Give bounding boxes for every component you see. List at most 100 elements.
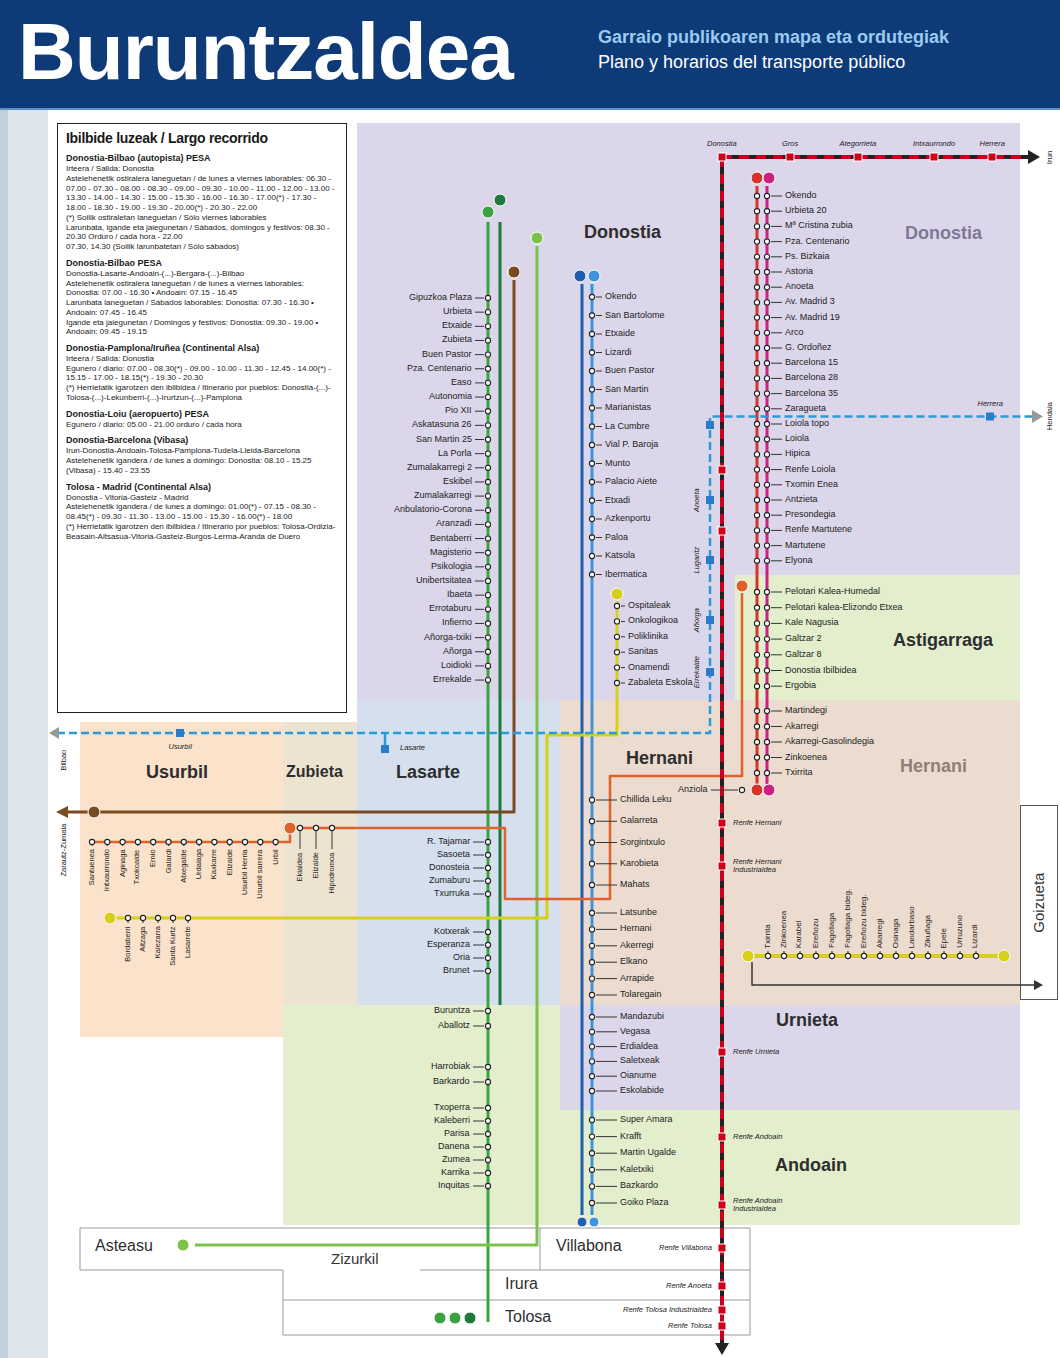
stop-dot [909,953,914,958]
stop-name: Añorga [443,647,472,657]
stop-dot [485,968,490,973]
stop-tick [596,408,602,409]
stop-tick [832,951,833,953]
stop-name: Zinkoenea [780,911,789,948]
rail-station [718,819,726,827]
stop-dot [589,294,594,299]
stop-name: Zumalakarregi [414,491,472,501]
stop-name: Krafft [620,1132,641,1142]
stop-tick [475,538,484,539]
stop-dot [589,442,594,447]
rail-line [722,157,1028,1344]
region-name: Donostia [584,222,661,243]
stop-tick [158,921,159,923]
stop-tick [771,393,782,394]
stop-dot [485,1008,490,1013]
rail-station [718,527,726,535]
stop-name: Parisa [444,1129,470,1139]
stop-dot [589,1059,594,1064]
stop-tick [596,885,617,886]
stop-tick [771,530,782,531]
bus-line [581,284,584,1215]
stop-dot [485,465,490,470]
stop-name: Landarbaso [908,906,917,948]
timetable-text: (*) Soilik ostiraletan laneguetan / Sólo… [66,213,338,223]
stop-dot [754,285,759,290]
stop-dot [485,1144,490,1149]
stop-tick [473,1011,484,1012]
stop-name: Antzieta [785,495,818,505]
stop-dot [941,953,946,958]
stop-tick [771,272,782,273]
stop-dot [589,910,594,915]
stop-name: Easo [451,378,472,388]
stop-tick [475,326,484,327]
stop-name: Ernio [149,849,157,867]
stop-tick [596,800,617,801]
stop-name: Elizalde [226,849,234,875]
stop-tick [896,951,897,953]
stop-tick [771,408,782,409]
line-badge [88,172,1010,1324]
stop-dot [764,376,769,381]
station-name: Usurbil [169,743,192,751]
stop-tick [473,881,484,882]
line-badge [763,784,775,796]
stop-tick [473,1160,484,1161]
timetable-text: 07.30, 14.30 (Soilik larunbatetan / Sólo… [66,242,338,252]
stop-name: Paloa [605,533,628,543]
stop-name: Urruzuno [956,915,965,948]
station-name: Renfe Anoeta [666,1282,712,1290]
stop-dot [764,361,769,366]
stop-dot [877,953,882,958]
stop-name: Aranzadi [436,519,472,529]
stop-dot [485,677,490,682]
stop-dot [764,193,769,198]
timetable-text: Astelehenetik igandera / de lunes a domi… [66,502,338,522]
stop-name: San Martin 25 [416,435,472,445]
stop-dot [925,953,930,958]
stop-dot [754,482,759,487]
bus-line [92,593,742,899]
stop-dot [589,882,594,887]
stop-tick [771,196,782,197]
stop-dot [764,621,769,626]
stop-dot [754,224,759,229]
stop-tick [596,929,617,930]
stop-name: Lizardi [605,348,632,358]
region-name: Astigarraga [893,630,993,651]
stop-dot [764,497,769,502]
rail-station [718,862,726,870]
stop-name: Vegasa [620,1027,650,1037]
stop-dot [754,193,759,198]
stop-name: Elizalde [312,852,320,878]
stop-name: Donostia Ibilbidea [785,666,857,676]
stop-name: San Martin [605,385,649,395]
stop-name: Inquitas [438,1181,470,1191]
stop-dot [242,839,247,844]
stop-name: Loiola topo [785,419,829,429]
topo-stop [176,729,184,737]
stop-name: Loidioki [441,661,472,671]
stop-tick [473,1082,484,1083]
info-box: Ibilbide luzeak / Largo recorridoDonosti… [57,123,347,713]
stop-dot [181,839,186,844]
stop-name: Kaxkarre [210,849,218,879]
direction-label: Zarautz-Zumaia [60,824,68,877]
stop-dot [589,976,594,981]
stop-tick [596,445,602,446]
stop-name: Barkardo [433,1077,470,1087]
stop-dot [485,621,490,626]
stop-dot [485,1023,490,1028]
stop-tick [475,524,484,525]
stop-tick [475,651,484,652]
stop-dot [589,1184,594,1189]
stop-dot [589,1167,594,1172]
stop-name: Arco [785,328,804,338]
stop-name: Katsola [605,551,635,561]
stop-dot [485,451,490,456]
stop-name: Etxaide [605,329,635,339]
stop-name: Intxaurrondo [103,849,111,891]
stop-tick [473,1108,484,1109]
stop-marks [89,193,978,1205]
